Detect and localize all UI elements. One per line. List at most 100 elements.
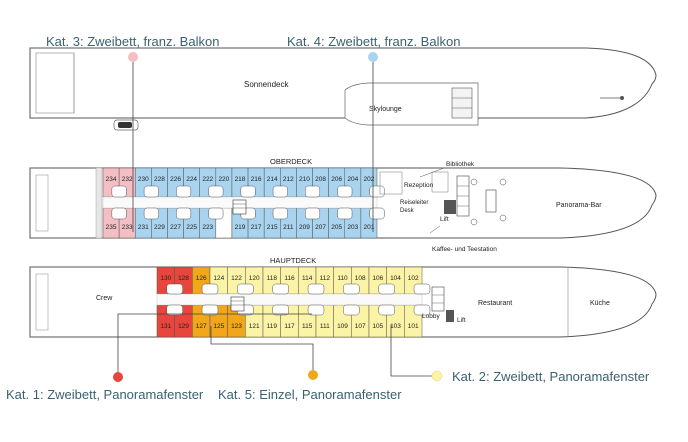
- bathroom-pod: [208, 185, 224, 198]
- cabin-number-202: 202: [364, 176, 375, 183]
- bathroom-pod: [337, 207, 353, 220]
- upper-deck-lift-label: Lift: [440, 216, 449, 223]
- legend-kat4-label: Kat. 4: Zweibett, franz. Balkon: [287, 34, 460, 49]
- legend-kat1-marker: [113, 372, 123, 382]
- bathroom-pod: [369, 185, 385, 198]
- cabin-number-203: 203: [347, 224, 358, 231]
- cabin-number-218: 218: [235, 176, 246, 183]
- cabin-number-220: 220: [218, 176, 229, 183]
- bibliothek-label: Bibliothek: [446, 161, 475, 168]
- bathroom-pod: [176, 185, 192, 198]
- cabin-number-211: 211: [283, 224, 294, 231]
- panorama-bar-label: Panorama-Bar: [556, 202, 602, 209]
- cabin-number-111: 111: [320, 323, 330, 330]
- cabin-number-219: 219: [235, 224, 246, 231]
- bathroom-pod: [208, 207, 224, 220]
- cabin-number-102: 102: [408, 275, 419, 282]
- kueche-label: Küche: [590, 300, 610, 307]
- sundeck: Sonnendeck Skylounge: [29, 47, 657, 131]
- bathroom-pod: [272, 207, 288, 220]
- cabin-number-207: 207: [315, 224, 326, 231]
- cabin-number-112: 112: [320, 275, 331, 282]
- bathroom-pod: [369, 207, 385, 220]
- cabin-number-110: 110: [337, 275, 348, 282]
- cabin-number-103: 103: [390, 323, 401, 330]
- cabin-number-217: 217: [251, 224, 262, 231]
- cabin-number-123: 123: [231, 323, 242, 330]
- cabin-number-228: 228: [154, 176, 165, 183]
- bathroom-pod: [143, 185, 159, 198]
- cabin-number-216: 216: [251, 176, 262, 183]
- cabin-number-206: 206: [331, 176, 342, 183]
- cabin-number-225: 225: [186, 224, 197, 231]
- cabin-number-234: 234: [106, 176, 117, 183]
- cabin-number-119: 119: [267, 323, 278, 330]
- cabin-number-214: 214: [267, 176, 278, 183]
- legend-kat4-marker: [368, 52, 378, 62]
- bathroom-pod: [201, 283, 219, 295]
- crew-label: Crew: [96, 295, 113, 302]
- cabin-number-230: 230: [138, 176, 149, 183]
- cabin-number-229: 229: [154, 224, 165, 231]
- bathroom-pod: [201, 304, 219, 316]
- cabin-number-210: 210: [299, 176, 310, 183]
- restaurant-label: Restaurant: [478, 300, 512, 307]
- upper-deck-title: OBERDECK: [270, 157, 312, 166]
- bathroom-pod: [337, 185, 353, 198]
- cabin-number-201: 201: [364, 224, 375, 231]
- bathroom-pod: [413, 283, 431, 295]
- legend-kat2-label: Kat. 2: Zweibett, Panoramafenster: [452, 369, 650, 384]
- cabin-number-115: 115: [302, 323, 313, 330]
- bathroom-pod: [166, 304, 183, 316]
- bathroom-pod: [272, 304, 289, 316]
- cabin-number-127: 127: [196, 323, 207, 330]
- legend-kat3-label: Kat. 3: Zweibett, franz. Balkon: [46, 34, 219, 49]
- sundeck-label: Sonnendeck: [244, 80, 289, 89]
- bathroom-pod: [166, 283, 183, 295]
- cabin-number-209: 209: [299, 224, 310, 231]
- cabin-number-231: 231: [138, 224, 149, 231]
- legend: Kat. 3: Zweibett, franz. Balkon Kat. 4: …: [6, 34, 650, 402]
- cabin-number-226: 226: [170, 176, 181, 183]
- cabin-number-128: 128: [178, 275, 189, 282]
- cabin-number-125: 125: [213, 323, 224, 330]
- bathroom-pod: [111, 207, 127, 220]
- cabin-number-109: 109: [337, 323, 348, 330]
- bathroom-pod: [143, 207, 159, 220]
- cabin-number-235: 235: [106, 224, 117, 231]
- cabin-number-131: 131: [160, 323, 171, 330]
- cabin-number-212: 212: [283, 176, 294, 183]
- upper-deck-bathroom-pods: [111, 185, 385, 220]
- cabin-number-222: 222: [202, 176, 213, 183]
- bathroom-pod: [307, 283, 325, 295]
- cabin-number-232: 232: [122, 176, 133, 183]
- legend-kat5-marker: [308, 370, 318, 380]
- bathroom-pod: [305, 207, 321, 220]
- cabin-number-121: 121: [249, 323, 260, 330]
- bathroom-pod: [378, 283, 395, 295]
- legend-kat5-label: Kat. 5: Einzel, Panoramafenster: [218, 387, 402, 402]
- cabin-number-130: 130: [160, 275, 171, 282]
- cabin-number-227: 227: [170, 224, 181, 231]
- legend-kat1-label: Kat. 1: Zweibett, Panoramafenster: [6, 387, 204, 402]
- main-deck-lift-label: Lift: [457, 317, 466, 324]
- cabin-number-205: 205: [331, 224, 342, 231]
- main-deck-title: HAUPTDECK: [270, 256, 316, 265]
- cabin-number-114: 114: [302, 275, 313, 282]
- cabin-number-105: 105: [372, 323, 383, 330]
- cabin-number-108: 108: [355, 275, 366, 282]
- bathroom-pod: [343, 283, 360, 295]
- bathroom-pod: [378, 304, 395, 316]
- cabin-number-122: 122: [231, 275, 242, 282]
- legend-kat3-marker: [128, 52, 138, 62]
- cabin-number-223: 223: [202, 224, 213, 231]
- bathroom-pod: [272, 185, 288, 198]
- bathroom-pod: [111, 185, 127, 198]
- skylounge-label: Skylounge: [369, 106, 402, 113]
- bathroom-pod: [240, 185, 256, 198]
- bathroom-pod: [305, 185, 321, 198]
- cabin-number-124: 124: [213, 275, 224, 282]
